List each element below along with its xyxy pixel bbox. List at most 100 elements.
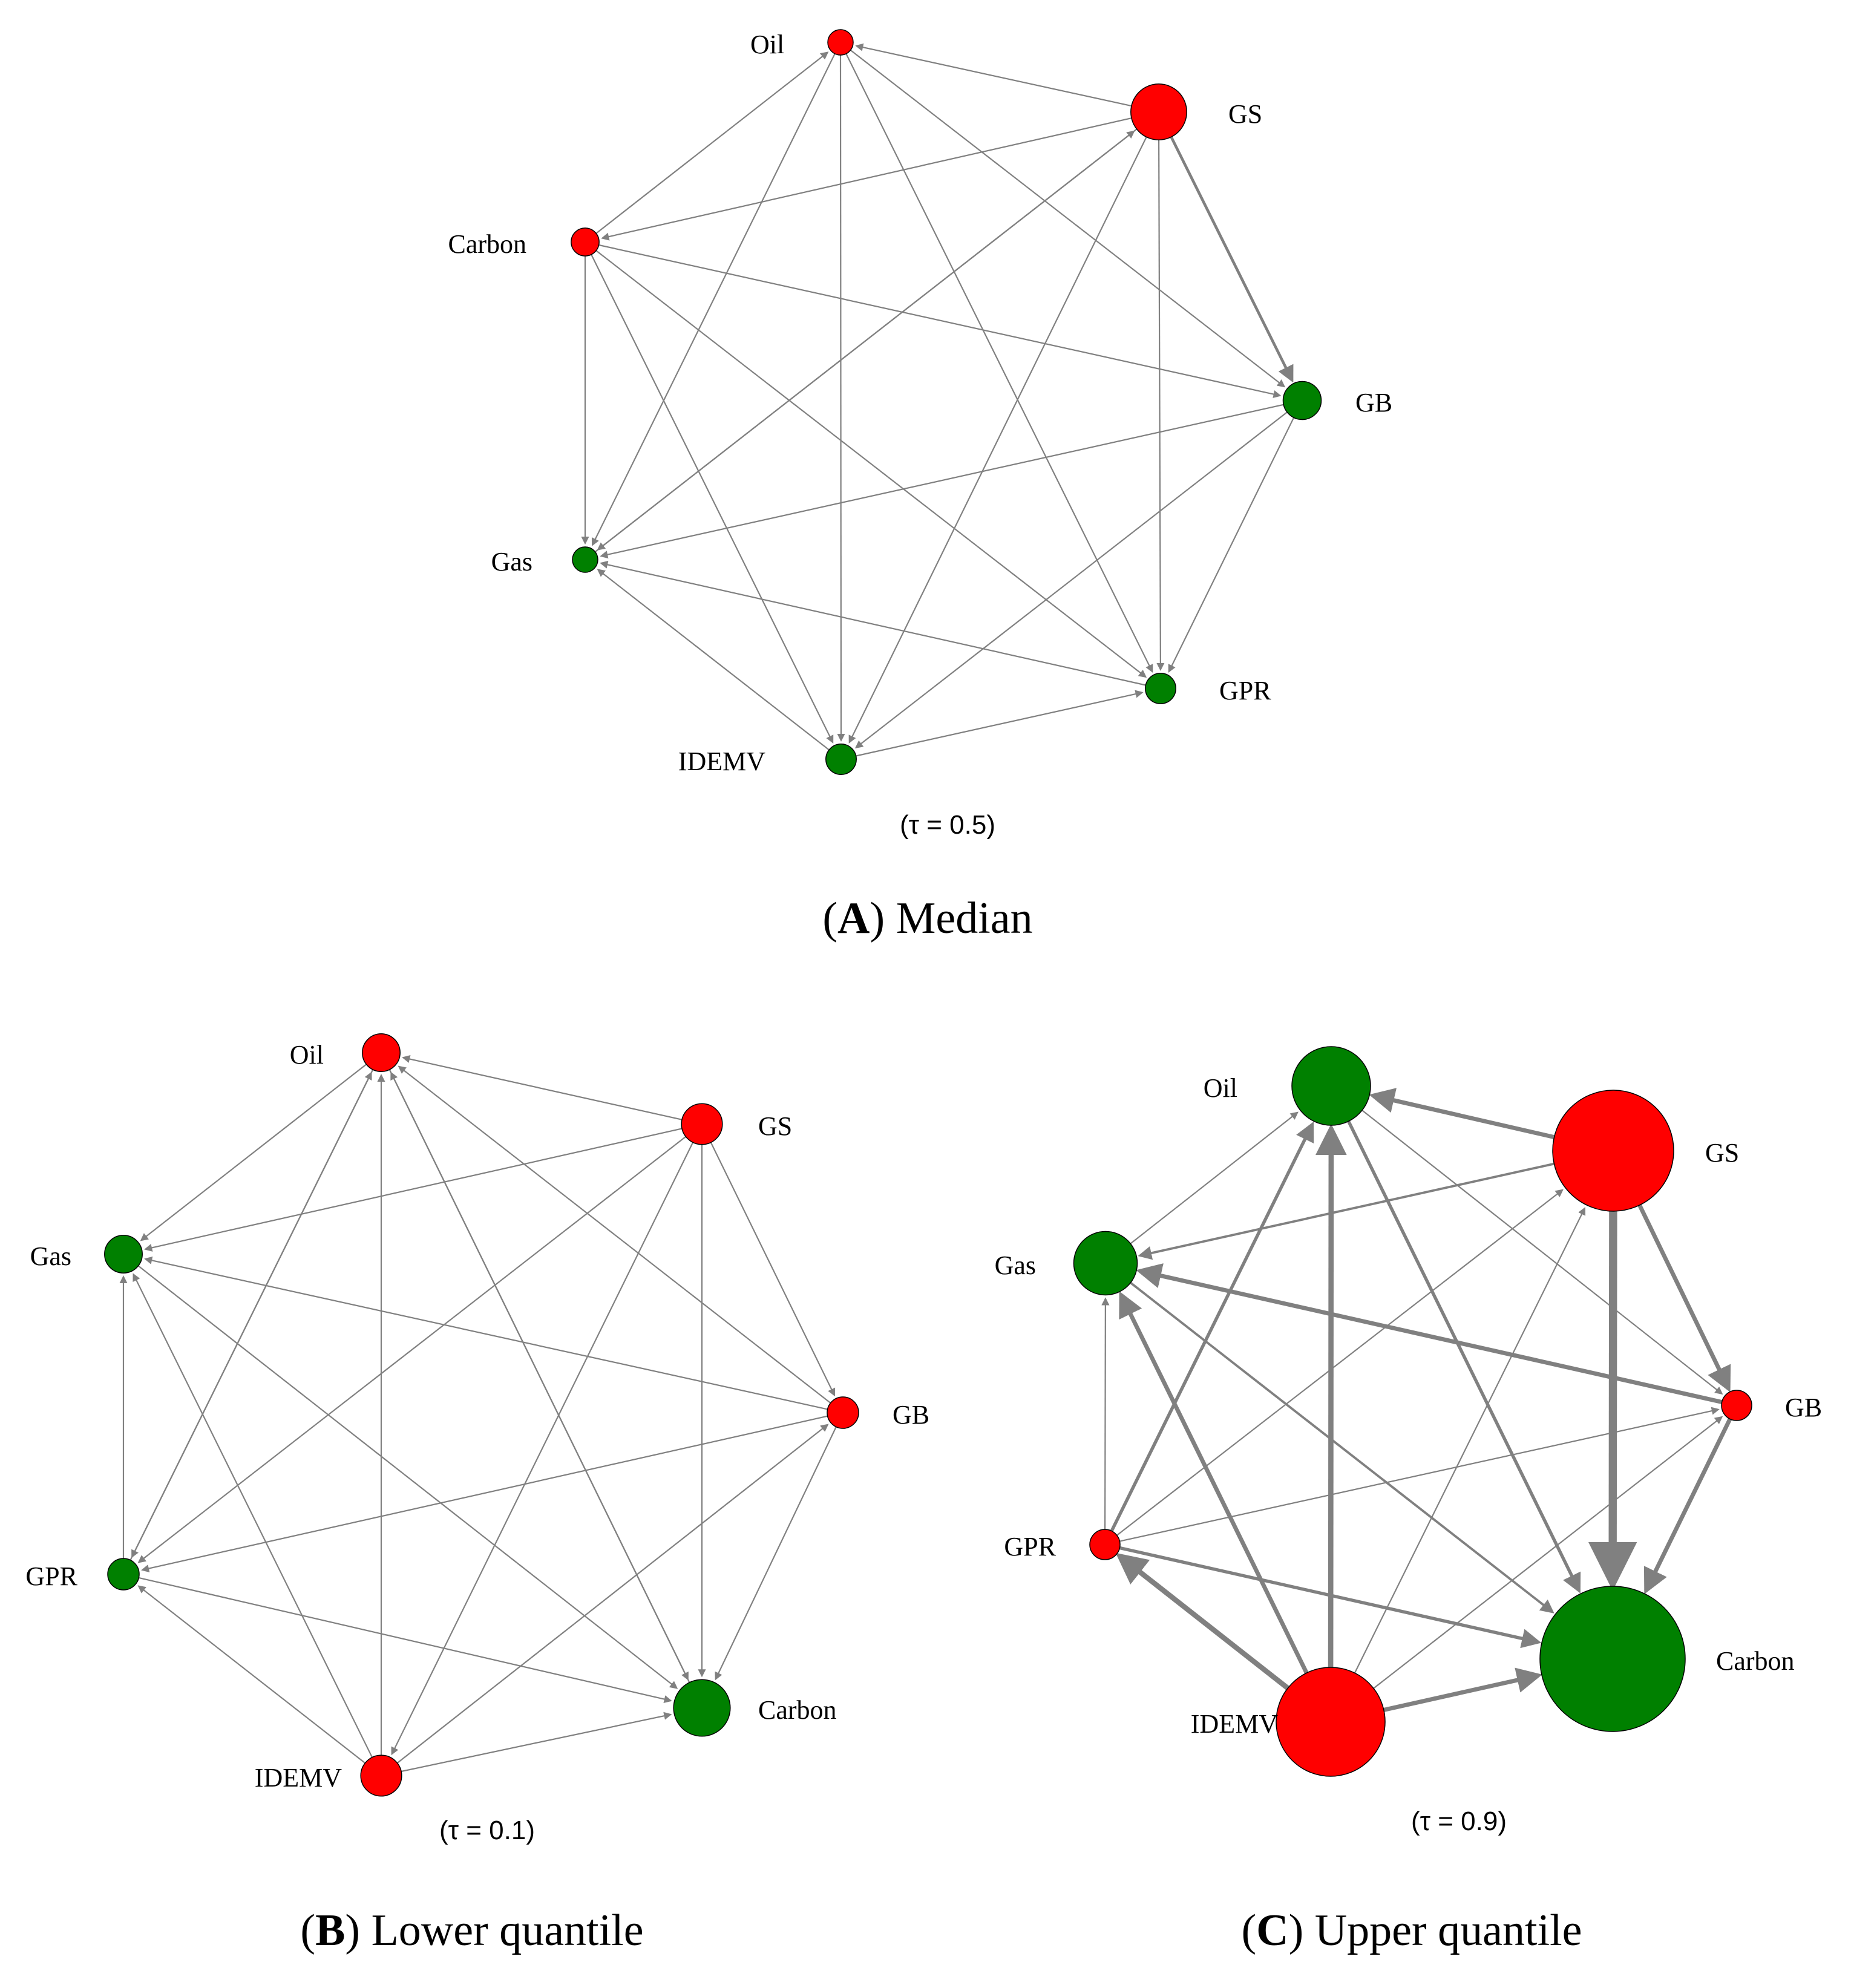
panel-upper-quantile-nodes xyxy=(1073,1046,1752,1777)
node-label-gas: Gas xyxy=(30,1241,71,1271)
node-label-gb: GB xyxy=(1355,388,1392,417)
edge-gs-to-gpr xyxy=(137,1136,686,1563)
node-label-gb: GB xyxy=(1785,1393,1822,1422)
node-label-carbon: Carbon xyxy=(758,1695,837,1725)
edge-idemv-to-gpr xyxy=(856,690,1144,757)
node-oil xyxy=(1291,1046,1371,1126)
edge-carbon-to-gpr xyxy=(595,250,1147,678)
node-label-idemv: IDEMV xyxy=(678,747,765,776)
node-gas xyxy=(104,1235,143,1274)
edge-gpr-to-gas xyxy=(1101,1297,1110,1530)
edge-gb-to-gas xyxy=(600,404,1284,559)
panel-upper-quantile-caption: (C) Upper quantile xyxy=(1241,1906,1582,1955)
node-gb xyxy=(827,1396,859,1429)
node-label-gas: Gas xyxy=(491,547,532,577)
node-gs xyxy=(681,1103,723,1145)
edge-idemv-to-gpr xyxy=(1115,1552,1289,1690)
panel-lower-quantile-tau-label: (τ = 0.1) xyxy=(439,1816,535,1845)
panel-upper-quantile-caption-letter: C xyxy=(1256,1906,1288,1955)
node-label-idemv: IDEMV xyxy=(1191,1709,1278,1739)
edge-idemv-to-gas xyxy=(133,1273,373,1758)
edge-gb-to-gas xyxy=(144,1256,828,1410)
node-label-gs: GS xyxy=(1705,1138,1739,1168)
edge-gpr-to-oil xyxy=(1110,1121,1314,1532)
edge-oil-to-idemv xyxy=(837,54,845,742)
node-label-oil: Oil xyxy=(290,1040,324,1070)
edge-gas-to-oil xyxy=(1130,1111,1299,1244)
edge-gpr-to-carbon xyxy=(139,1577,672,1704)
node-gpr xyxy=(107,1558,140,1591)
edge-oil-to-gb xyxy=(1361,1110,1723,1395)
node-label-gs: GS xyxy=(1228,99,1262,129)
node-gs xyxy=(1552,1090,1674,1212)
edge-gs-to-oil xyxy=(402,1055,683,1120)
edge-gas-to-carbon xyxy=(1130,1281,1555,1614)
node-idemv xyxy=(1276,1667,1386,1777)
edge-carbon-to-idemv xyxy=(591,254,834,744)
edge-gpr-to-carbon xyxy=(1119,1546,1542,1649)
node-label-gs: GS xyxy=(758,1111,792,1141)
edge-gb-to-oil xyxy=(398,1065,831,1404)
panel-median-nodes xyxy=(571,29,1322,775)
edge-gs-to-gb xyxy=(1170,136,1294,383)
edge-carbon-to-oil xyxy=(595,51,829,234)
edge-gb-to-idemv xyxy=(854,411,1288,749)
edge-gpr-to-gb xyxy=(1119,1407,1720,1542)
node-label-gpr: GPR xyxy=(25,1561,77,1591)
edge-idemv-to-gas xyxy=(597,569,830,751)
node-gpr xyxy=(1145,673,1176,704)
node-label-gas: Gas xyxy=(995,1251,1036,1280)
edge-idemv-to-gas xyxy=(1119,1291,1309,1674)
edge-oil-to-gpr xyxy=(131,1069,374,1558)
edge-gas-to-gs xyxy=(594,130,1135,552)
edge-gs-to-oil xyxy=(855,43,1132,107)
node-label-gb: GB xyxy=(893,1400,929,1430)
edge-idemv-to-gb xyxy=(396,1424,829,1764)
panel-lower-quantile-caption-text: Lower quantile xyxy=(372,1906,644,1955)
edge-gs-to-gas xyxy=(1138,1162,1555,1260)
edge-gs-to-gpr xyxy=(1156,140,1165,672)
panel-upper-quantile-caption-text: Upper quantile xyxy=(1315,1906,1582,1955)
node-oil xyxy=(827,29,854,56)
edge-idemv-to-gb xyxy=(1373,1416,1723,1689)
panel-median-tau-label: (τ = 0.5) xyxy=(900,810,995,840)
node-gpr xyxy=(1089,1529,1121,1560)
edge-gpr-to-gas xyxy=(600,560,1146,686)
edge-gs-to-gb xyxy=(1637,1204,1731,1393)
edge-oil-to-carbon xyxy=(1347,1120,1581,1594)
edge-oil-to-gas xyxy=(591,53,836,546)
panel-lower-quantile-caption: (B) Lower quantile xyxy=(300,1906,643,1955)
edge-idemv-to-gs xyxy=(1354,1207,1586,1673)
edge-gs-to-idemv xyxy=(848,137,1147,744)
node-gas xyxy=(1073,1231,1138,1296)
edge-gb-to-gpr xyxy=(141,1415,828,1573)
node-label-gpr: GPR xyxy=(1219,676,1271,705)
edge-carbon-to-gb xyxy=(598,244,1282,398)
node-oil xyxy=(362,1033,401,1072)
node-gas xyxy=(572,546,598,573)
node-carbon xyxy=(1539,1586,1686,1732)
node-gs xyxy=(1130,83,1187,140)
edge-idemv-to-carbon xyxy=(401,1712,672,1773)
edge-oil-to-carbon xyxy=(388,1069,689,1681)
edge-oil-to-gpr xyxy=(845,53,1153,673)
edge-gb-to-gas xyxy=(1136,1263,1723,1404)
edge-oil-to-gb xyxy=(850,50,1286,388)
edge-gs-to-carbon xyxy=(601,117,1132,241)
edge-gb-to-carbon xyxy=(715,1427,837,1681)
edge-gs-to-gas xyxy=(144,1128,683,1252)
panel-lower-quantile-edges xyxy=(119,1055,837,1773)
edge-idemv-to-gpr xyxy=(137,1585,366,1764)
node-label-gpr: GPR xyxy=(1004,1532,1056,1561)
panel-upper-quantile-edges xyxy=(1101,1088,1732,1712)
panel-upper-quantile-tau-label: (τ = 0.9) xyxy=(1411,1807,1507,1836)
panel-median-caption-text: Median xyxy=(896,894,1033,943)
node-carbon xyxy=(571,227,600,257)
node-idemv xyxy=(360,1754,402,1797)
